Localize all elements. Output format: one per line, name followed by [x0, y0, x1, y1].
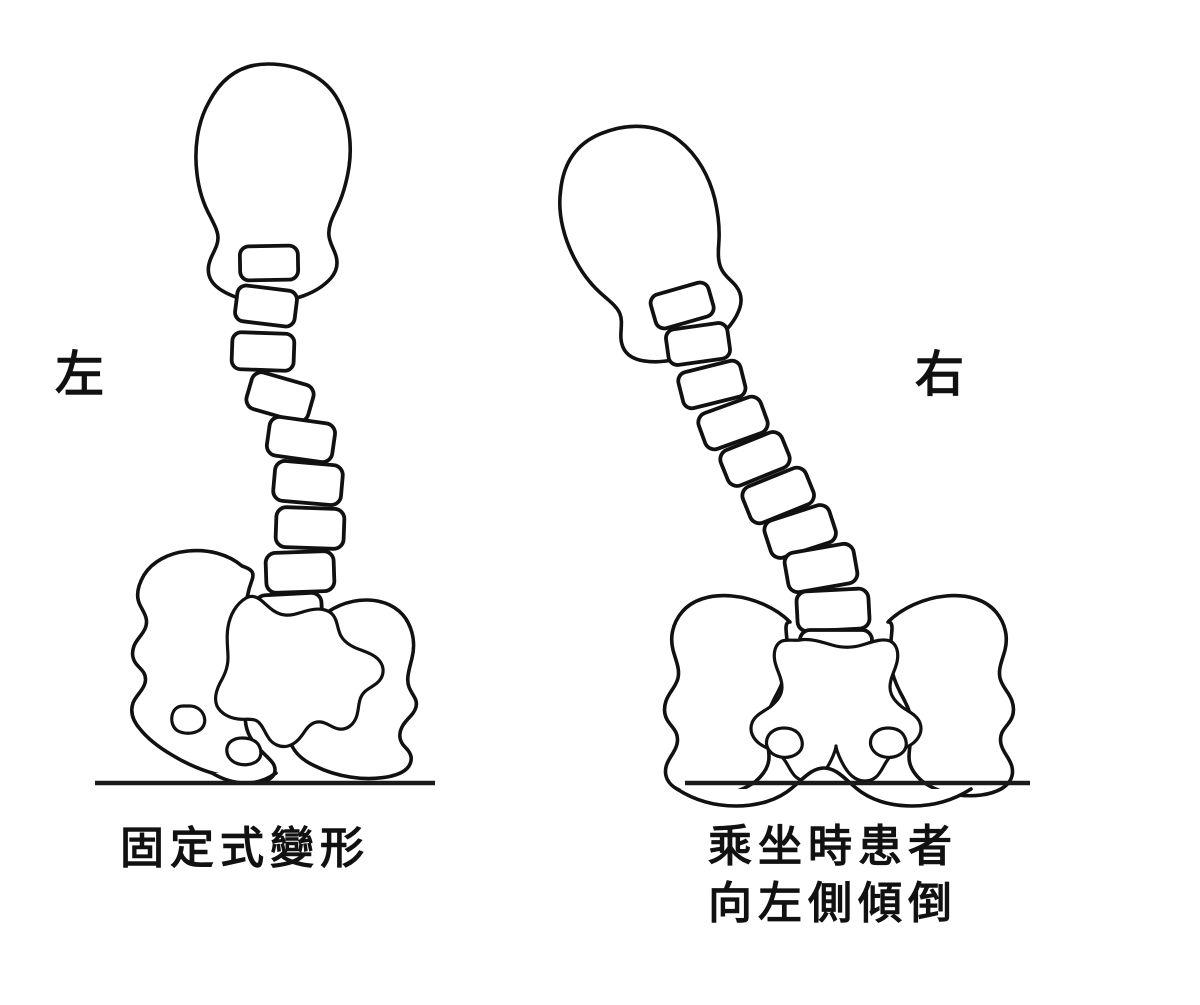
- obturator-foramen-right-a: [764, 726, 804, 759]
- caption-right-line-2: 向左側傾倒: [708, 879, 958, 929]
- caption-right-panel: 乘坐時患者 向左側傾倒: [708, 818, 958, 932]
- vertebra-l2: [233, 283, 299, 329]
- ilium-right-panel-right-wing: [886, 593, 1016, 798]
- vertebra-l8: [263, 549, 337, 595]
- caption-left-panel: 固定式變形: [120, 820, 370, 877]
- vertebra-r6: [740, 465, 816, 526]
- obturator-foramen-left-b: [225, 736, 263, 767]
- side-label-right: 右: [915, 347, 965, 402]
- obturator-foramen-left-a: [170, 704, 207, 735]
- vertebra-r5: [718, 430, 792, 488]
- vertebra-r1: [648, 280, 716, 331]
- right-panel-figure: [558, 124, 1030, 808]
- vertebra-l1: [237, 243, 301, 283]
- vertebra-l4: [244, 370, 316, 424]
- pubic-arch-right: [675, 766, 973, 808]
- vertebra-l6: [271, 459, 345, 507]
- sacrum-left-panel: [213, 594, 385, 749]
- skull-outline-right: [558, 124, 743, 364]
- caption-left-line-1: 固定式變形: [120, 824, 370, 873]
- vertebra-l3: [229, 330, 297, 373]
- left-panel-figure: [95, 62, 435, 786]
- vertebra-l5: [264, 414, 337, 465]
- ilium-right-panel-left-wing: [662, 593, 792, 798]
- sacrum-right-panel: [749, 637, 923, 783]
- caption-right-line-1: 乘坐時患者: [708, 822, 958, 871]
- vertebra-l7: [273, 505, 347, 551]
- side-label-left: 左: [55, 347, 105, 402]
- vertebra-r2: [664, 321, 732, 367]
- vertebra-r3: [676, 358, 748, 411]
- vertebra-r9: [794, 586, 872, 634]
- vertebra-r8: [782, 541, 860, 595]
- vertebra-r4: [696, 394, 770, 452]
- obturator-foramen-right-b: [868, 726, 908, 759]
